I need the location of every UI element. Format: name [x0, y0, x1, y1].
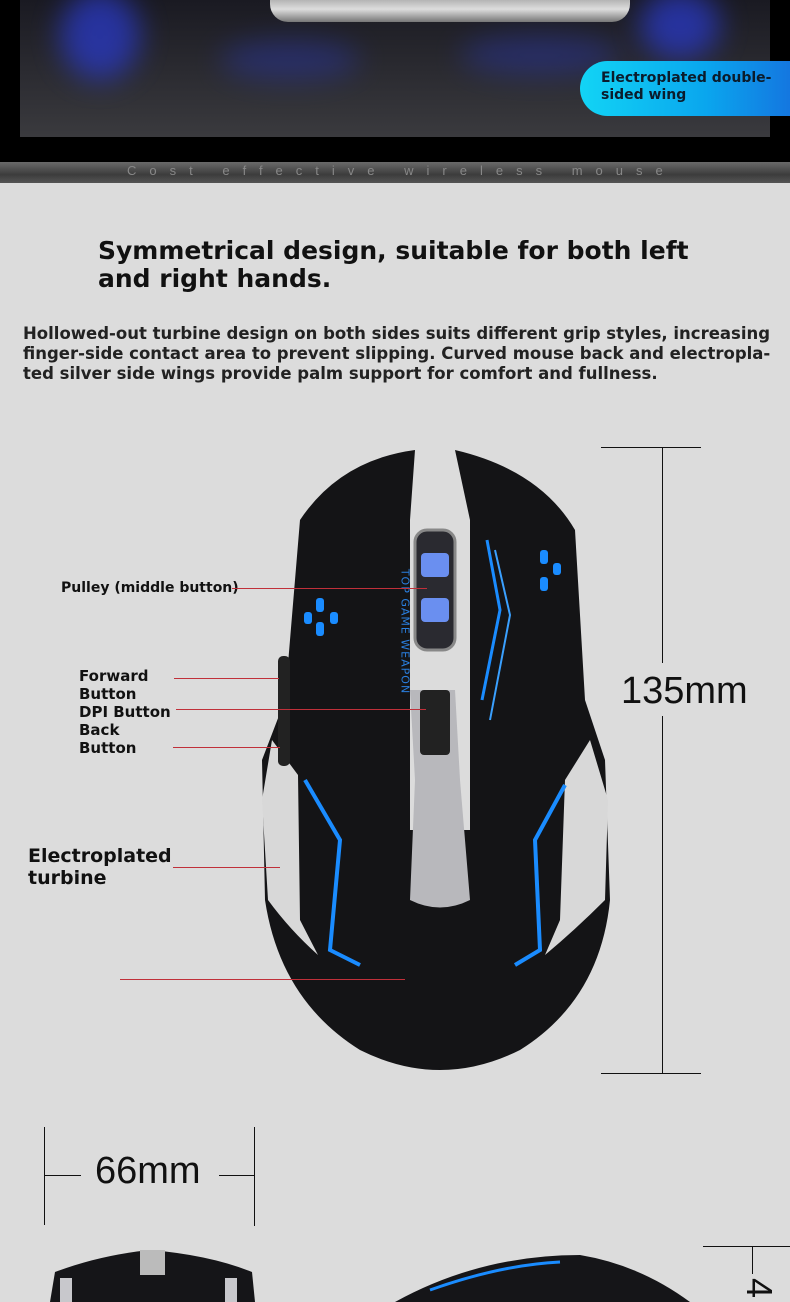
dimension-line — [219, 1175, 254, 1176]
callout-line — [173, 747, 280, 748]
callout-line — [232, 588, 427, 589]
callout-turbine: Electroplated — [28, 845, 172, 867]
dimension-line — [703, 1246, 790, 1247]
callout-forward: Forward — [79, 667, 149, 685]
callout-line — [174, 678, 279, 679]
page-title: Symmetrical design, suitable for both le… — [98, 236, 689, 293]
dimension-line — [752, 1246, 753, 1274]
tagline-band: Cost effective wireless mouse — [0, 162, 790, 183]
callout-line — [120, 979, 405, 980]
callout-back: Back — [79, 721, 120, 739]
dimension-line — [44, 1127, 45, 1225]
dimension-line — [601, 1073, 701, 1074]
callout-back-2: Button — [79, 739, 137, 757]
callout-turbine-2: turbine — [28, 867, 107, 889]
callout-dpi: DPI Button — [79, 703, 171, 721]
mouse-base-image — [270, 0, 630, 22]
hero-banner: Electroplated double-sided wing — [0, 0, 790, 162]
length-dimension: 135mm — [621, 670, 748, 712]
dimension-line — [254, 1127, 255, 1226]
dimension-line — [662, 447, 663, 663]
callout-line — [173, 867, 280, 868]
wing-badge: Electroplated double-sided wing — [580, 61, 790, 116]
mouse-brand-text: TOP GAME WEAPON — [398, 568, 412, 695]
callout-forward-2: Button — [79, 685, 137, 703]
dimension-line — [601, 447, 701, 448]
callout-pulley: Pulley (middle button) — [61, 580, 239, 596]
callout-line — [176, 709, 426, 710]
width-dimension: 66mm — [95, 1150, 201, 1192]
height-dimension: 4 — [739, 1278, 780, 1299]
dimension-line — [662, 716, 663, 1073]
dimension-line — [44, 1175, 81, 1176]
description: Hollowed-out turbine design on both side… — [23, 324, 771, 383]
